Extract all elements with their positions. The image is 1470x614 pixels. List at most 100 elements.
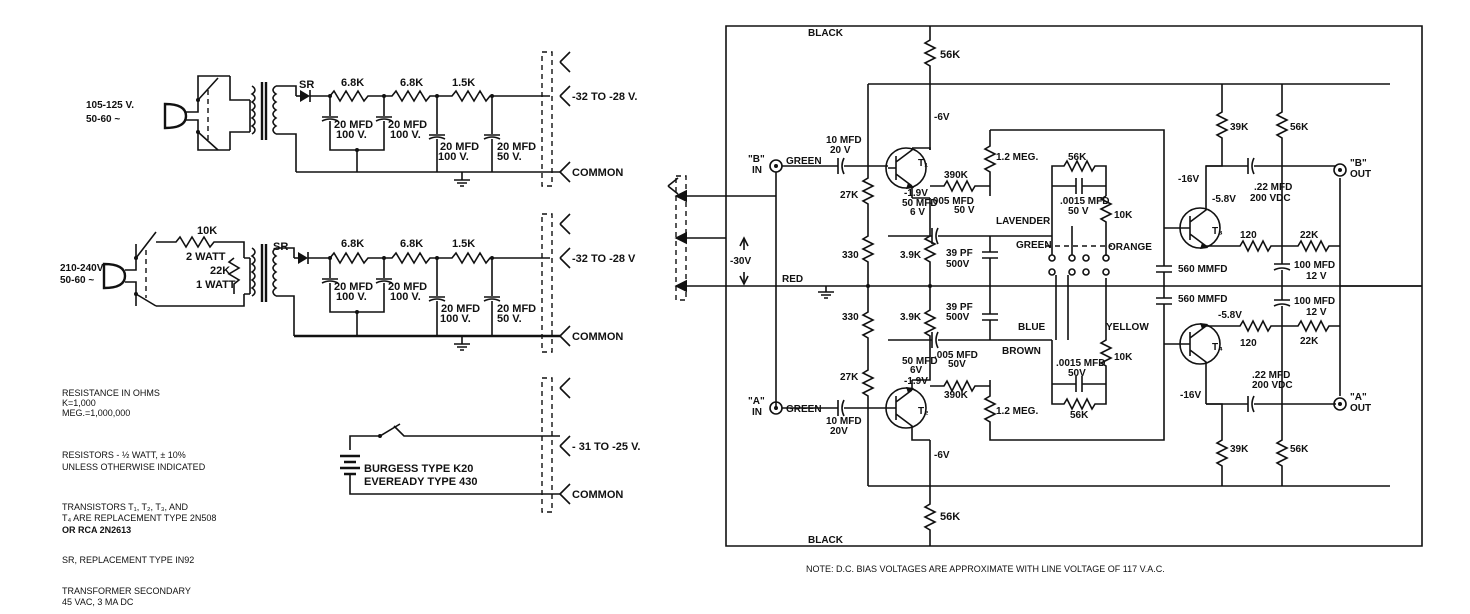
b-in: IN: [752, 165, 762, 176]
c0015-bot-a: .0015 MFD: [1056, 358, 1105, 369]
ps2-r2: 6.8K: [400, 238, 423, 250]
note-transformer-1: TRANSFORMER SECONDARY: [62, 586, 191, 596]
power-supply-2: 210-240V. 50-60 ~ 10K 2 WATT 22K 1 WATT …: [60, 213, 636, 353]
transistor-t2: [885, 387, 927, 429]
note-transformer-2: 45 VAC, 3 MA DC: [62, 597, 134, 607]
ps2-c2a: 20 MFD: [388, 281, 427, 293]
c100-bot-b: 12 V: [1306, 307, 1327, 318]
t3-label: T₃: [1212, 226, 1223, 237]
plug-icon: [102, 262, 127, 290]
c560-top: 560 MMFD: [1178, 264, 1227, 275]
note-transistors-1: TRANSISTORS T₁, T₂, T₃, AND: [62, 502, 189, 512]
note-transistors-3: OR RCA 2N2613: [62, 525, 131, 535]
plug-icon: [163, 102, 188, 130]
ps2-c4a: 20 MFD: [497, 303, 536, 315]
c005-top-b: 50 V: [954, 205, 975, 216]
battery-icon: [340, 454, 360, 476]
ps2-output: -32 TO -28 V: [572, 253, 636, 265]
ground-icon: [454, 172, 470, 187]
wire-green-b: GREEN: [786, 156, 822, 167]
ps1-input-freq: 50-60 ~: [86, 114, 120, 125]
note-resistors-1: RESISTORS - ½ WATT, ± 10%: [62, 450, 186, 460]
r120-top: 120: [1240, 230, 1257, 241]
c10-bot-b: 20V: [830, 426, 848, 437]
c100-top-b: 12 V: [1306, 271, 1327, 282]
diode-icon: [300, 90, 310, 102]
c50-top-b: 6 V: [910, 207, 925, 218]
note-transistors-2: T₄ ARE REPLACEMENT TYPE 2N508: [62, 513, 216, 523]
note-resistance-2: K=1,000: [62, 398, 96, 408]
power-supply-1: 105-125 V. 50-60 ~ SR 6.8K 6.8K 1.5K 20 …: [86, 51, 637, 187]
ps2-r1: 6.8K: [341, 238, 364, 250]
r10k-bot: 10K: [1114, 352, 1133, 363]
r56k-right-bot: 56K: [1290, 444, 1309, 455]
b-out: OUT: [1350, 169, 1371, 180]
minus-30v: -30V: [730, 256, 751, 267]
c10-bot-a: 10 MFD: [826, 416, 862, 427]
a-in: IN: [752, 407, 762, 418]
ps1-c3a: 20 MFD: [440, 141, 479, 153]
ps2-c3b: 100 V.: [440, 313, 471, 325]
v-minus6-bot: -6V: [934, 450, 950, 461]
ps1-c2a: 20 MFD: [388, 119, 427, 131]
battery-common: COMMON: [572, 489, 623, 501]
note-resistance-3: MEG.=1,000,000: [62, 408, 130, 418]
v-minus16-top: -16V: [1178, 174, 1199, 185]
ground-icon: [454, 336, 470, 351]
notes: RESISTANCE IN OHMS K=1,000 MEG.=1,000,00…: [62, 388, 1165, 607]
v-minus58-bot: -5.8V: [1218, 310, 1242, 321]
wire-yellow: YELLOW: [1106, 322, 1149, 333]
ps2-input-freq: 50-60 ~: [60, 275, 94, 286]
c39pf-top-b: 500V: [946, 259, 970, 270]
r120-bot: 120: [1240, 338, 1257, 349]
ps2-c1a: 20 MFD: [334, 281, 373, 293]
r39-bot: 3.9K: [900, 312, 922, 323]
r56k-bot: 56K: [940, 511, 960, 523]
ps2-r22k: 22K: [210, 265, 230, 277]
ps2-c4b: 50 V.: [497, 313, 522, 325]
c0015-top-b: 50 V: [1068, 206, 1089, 217]
c0015-top-a: .0015 MFD: [1060, 196, 1109, 207]
c50-bot-a: 50 MFD: [902, 356, 938, 367]
wire-orange: ORANGE: [1108, 242, 1152, 253]
c39pf-bot-b: 500V: [946, 312, 970, 323]
ground-icon: [818, 286, 834, 299]
r27k-top: 27K: [840, 190, 859, 201]
wire-green-a: GREEN: [786, 404, 822, 415]
r390k-bot: 390K: [944, 390, 969, 401]
ps2-c3a: 20 MFD: [441, 303, 480, 315]
battery-output: - 31 TO -25 V.: [572, 441, 640, 453]
c005-bot-b: 50V: [948, 359, 966, 370]
ps2-c2b: 100 V.: [390, 291, 421, 303]
ps2-sr: SR: [273, 241, 288, 253]
battery-type-2: EVEREADY TYPE 430: [364, 476, 478, 488]
c50-top-a: 50 MFD: [902, 198, 938, 209]
r390k-top: 390K: [944, 170, 969, 181]
ps2-c1b: 100 V.: [336, 291, 367, 303]
wire-lavender: LAVENDER: [996, 216, 1051, 227]
ps2-r10k: 10K: [197, 225, 217, 237]
r10k-top: 10K: [1114, 210, 1133, 221]
ps1-sr: SR: [299, 79, 314, 91]
note-resistors-2: UNLESS OTHERWISE INDICATED: [62, 462, 206, 472]
r330-top: 330: [842, 250, 859, 261]
ps1-r1: 6.8K: [341, 77, 364, 89]
c560-bot: 560 MMFD: [1178, 294, 1227, 305]
a-out: OUT: [1350, 403, 1371, 414]
b-out-q: "B": [1350, 158, 1367, 169]
ps1-output: -32 TO -28 V.: [572, 91, 637, 103]
r12meg-top: 1.2 MEG.: [996, 152, 1038, 163]
note-resistance-1: RESISTANCE IN OHMS: [62, 388, 160, 398]
c005-bot-a: .005 MFD: [934, 350, 978, 361]
c100-bot-a: 100 MFD: [1294, 296, 1335, 307]
c22-top-b: 200 VDC: [1250, 193, 1291, 204]
c100-top-a: 100 MFD: [1294, 260, 1335, 271]
ps1-c2b: 100 V.: [390, 129, 421, 141]
v-minus19-bot: -1.9V: [904, 376, 928, 387]
v-minus6-top: -6V: [934, 112, 950, 123]
ps2-r10k-w: 2 WATT: [186, 251, 226, 263]
ps1-c4b: 50 V.: [497, 151, 522, 163]
ps2-input-voltage: 210-240V.: [60, 263, 105, 274]
c0015-bot-b: 50V: [1068, 368, 1086, 379]
